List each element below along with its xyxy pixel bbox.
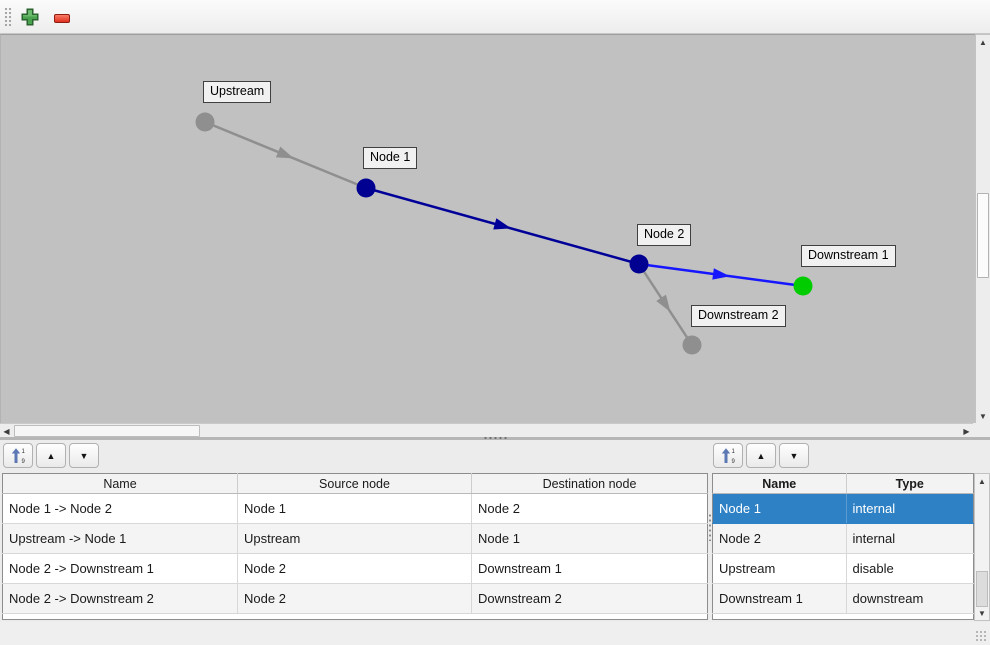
- column-header[interactable]: Source node: [237, 473, 472, 494]
- column-header[interactable]: Type: [846, 473, 974, 494]
- status-bar: [0, 622, 990, 645]
- edge-arrowhead-icon: [656, 294, 671, 313]
- column-header[interactable]: Name: [712, 473, 847, 494]
- edge-arrowhead-icon: [493, 218, 512, 230]
- up-arrow-icon: ▲: [46, 450, 56, 461]
- empty-row: [712, 613, 974, 620]
- graph-node-label[interactable]: Node 2: [637, 224, 692, 246]
- edges-sort-button[interactable]: 1 9: [3, 443, 33, 468]
- table-cell[interactable]: Node 2 -> Downstream 2: [2, 583, 238, 614]
- edge-arrowhead-icon: [712, 268, 730, 280]
- graph-node-label[interactable]: Downstream 2: [691, 305, 786, 327]
- table-cell[interactable]: Upstream: [237, 523, 472, 554]
- canvas-horizontal-scrollbar[interactable]: ◀ ▶: [0, 423, 973, 438]
- green-plus-icon: [21, 8, 39, 29]
- edges-move-up-button[interactable]: ▲: [36, 443, 66, 468]
- remove-node-button[interactable]: [51, 7, 73, 29]
- edge-arrowhead-icon: [275, 146, 294, 159]
- scroll-down-icon[interactable]: ▼: [979, 411, 987, 421]
- table-cell[interactable]: Downstream 1: [712, 583, 847, 614]
- table-cell[interactable]: disable: [846, 553, 974, 584]
- resize-grip-icon[interactable]: [975, 630, 987, 642]
- nodes-table-scrollbar[interactable]: ▲ ▼: [974, 473, 990, 621]
- scroll-left-icon[interactable]: ◀: [3, 426, 10, 436]
- graph-node[interactable]: [682, 335, 702, 355]
- graph-node[interactable]: [195, 112, 215, 132]
- down-arrow-icon: ▼: [789, 450, 799, 461]
- table-cell[interactable]: Node 1 -> Node 2: [2, 493, 238, 524]
- up-arrow-icon: ▲: [756, 450, 766, 461]
- main-toolbar: [0, 0, 990, 34]
- canvas-vertical-scrollbar[interactable]: ▲ ▼: [975, 34, 990, 423]
- table-cell[interactable]: Node 2: [237, 583, 472, 614]
- graph-node-label[interactable]: Upstream: [203, 81, 272, 103]
- nodes-move-down-button[interactable]: ▼: [779, 443, 809, 468]
- scrollbar-corner: [973, 423, 990, 438]
- table-cell[interactable]: Node 2: [712, 523, 847, 554]
- svg-text:1: 1: [21, 449, 25, 455]
- graph-svg: [195, 112, 813, 355]
- table-cell[interactable]: Upstream -> Node 1: [2, 523, 238, 554]
- empty-row: [2, 613, 708, 620]
- splitter-handle-icon: [708, 513, 712, 541]
- column-header[interactable]: Name: [2, 473, 238, 494]
- table-cell[interactable]: internal: [846, 493, 974, 524]
- splitter-handle-icon: [483, 436, 509, 440]
- table-cell[interactable]: Node 1: [237, 493, 472, 524]
- table-cell[interactable]: Downstream 1: [471, 553, 708, 584]
- graph-node-label[interactable]: Downstream 1: [801, 245, 896, 267]
- table-cell[interactable]: Node 2: [471, 493, 708, 524]
- graph-node[interactable]: [793, 276, 813, 296]
- table-cell[interactable]: Downstream 2: [471, 583, 708, 614]
- horizontal-scrollbar-thumb[interactable]: [14, 425, 200, 437]
- toolbar-grip[interactable]: [4, 7, 12, 27]
- scroll-up-icon[interactable]: ▲: [978, 476, 986, 486]
- table-cell[interactable]: downstream: [846, 583, 974, 614]
- red-minus-icon: [54, 13, 70, 23]
- nodes-sort-button[interactable]: 1 9: [713, 443, 743, 468]
- table-cell[interactable]: Node 1: [712, 493, 847, 524]
- scroll-down-icon[interactable]: ▼: [978, 608, 986, 618]
- graph-node-label[interactable]: Node 1: [363, 147, 418, 169]
- vertical-scrollbar-thumb[interactable]: [977, 193, 989, 278]
- column-header[interactable]: Destination node: [471, 473, 708, 494]
- graph-node[interactable]: [629, 254, 649, 274]
- svg-text:9: 9: [21, 459, 25, 464]
- table-cell[interactable]: Node 1: [471, 523, 708, 554]
- vertical-splitter[interactable]: [707, 473, 712, 621]
- table-cell[interactable]: Upstream: [712, 553, 847, 584]
- table-cell[interactable]: Node 2 -> Downstream 1: [2, 553, 238, 584]
- table-cell[interactable]: internal: [846, 523, 974, 554]
- sort-ascending-icon: 1 9: [721, 448, 735, 464]
- svg-text:1: 1: [731, 449, 735, 455]
- nodes-move-up-button[interactable]: ▲: [746, 443, 776, 468]
- sort-ascending-icon: 1 9: [11, 448, 25, 464]
- down-arrow-icon: ▼: [79, 450, 89, 461]
- nodes-scrollbar-thumb[interactable]: [976, 571, 988, 607]
- add-node-button[interactable]: [19, 7, 41, 29]
- horizontal-splitter[interactable]: [0, 436, 990, 440]
- table-cell[interactable]: Node 2: [237, 553, 472, 584]
- scroll-right-icon[interactable]: ▶: [963, 426, 970, 436]
- svg-text:9: 9: [731, 459, 735, 464]
- scroll-up-icon[interactable]: ▲: [979, 37, 987, 47]
- graph-node[interactable]: [356, 178, 376, 198]
- edges-move-down-button[interactable]: ▼: [69, 443, 99, 468]
